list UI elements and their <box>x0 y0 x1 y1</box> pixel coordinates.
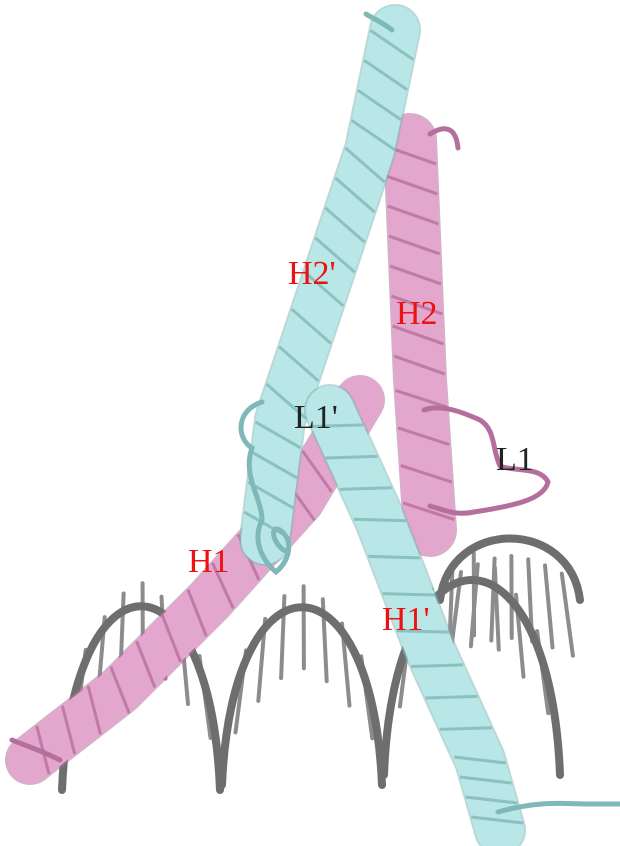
label-h2-prime: H2' <box>288 255 336 292</box>
dna-base-pair <box>491 559 494 641</box>
label-h1-prime: H1' <box>382 601 430 638</box>
dna-base-pair <box>562 574 573 656</box>
protein-helices <box>30 30 523 830</box>
helix-h2 <box>385 140 454 530</box>
label-l1-prime: L1' <box>294 399 338 436</box>
helix-h1 <box>30 394 366 774</box>
label-h1: H1 <box>188 543 230 580</box>
label-l1: L1 <box>496 441 534 478</box>
dna-base-pair <box>545 565 553 647</box>
label-h2: H2 <box>396 295 438 332</box>
